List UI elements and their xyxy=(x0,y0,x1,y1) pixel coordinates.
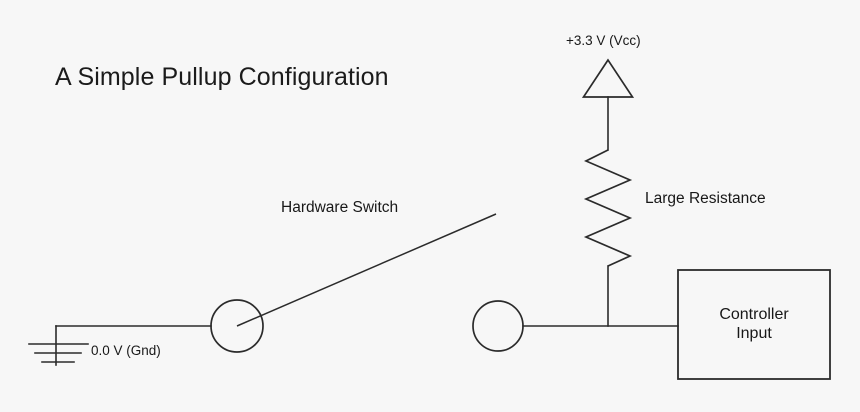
resistance-label: Large Resistance xyxy=(645,190,766,207)
controller-input-label-line2: Input xyxy=(736,324,772,342)
ground-label: 0.0 V (Gnd) xyxy=(91,343,161,358)
controller-input-label-line1: Controller xyxy=(719,305,789,323)
hardware-switch-label: Hardware Switch xyxy=(281,199,399,216)
vcc-label: +3.3 V (Vcc) xyxy=(566,33,641,48)
switch-terminal-right-icon xyxy=(472,300,524,352)
controller-input-box xyxy=(677,269,831,380)
switch-terminal-left-icon xyxy=(210,299,264,353)
switch-lever-icon xyxy=(236,213,497,327)
controller-input-label: Controller Input xyxy=(678,270,830,379)
page-title: A Simple Pullup Configuration xyxy=(55,63,389,91)
vcc-triangle-icon xyxy=(581,58,635,98)
pullup-resistor-icon xyxy=(583,149,633,267)
